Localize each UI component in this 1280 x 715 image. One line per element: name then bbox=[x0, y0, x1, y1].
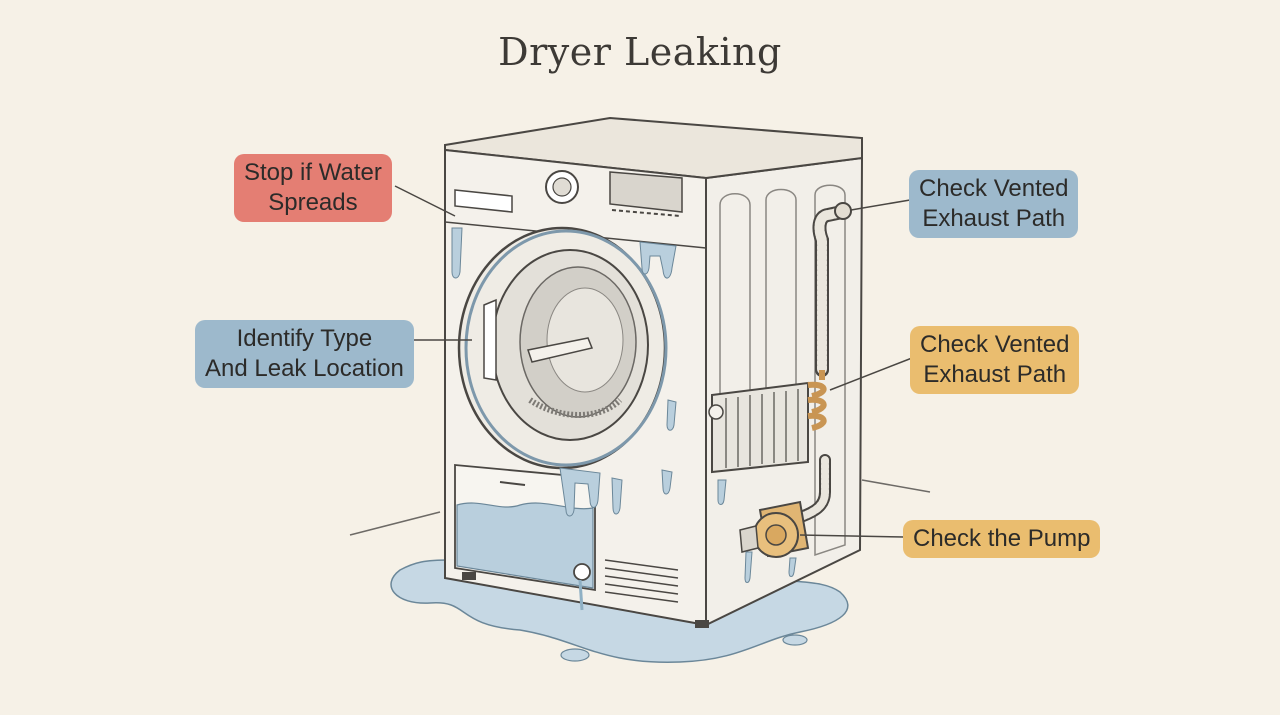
callout-vented-orange-line1: Check Vented bbox=[920, 331, 1070, 358]
control-display-buttons bbox=[611, 209, 681, 217]
floor-line-right bbox=[861, 479, 931, 493]
water-drop-floor bbox=[560, 648, 590, 662]
water-drips bbox=[451, 227, 727, 517]
callout-check-vented-exhaust-orange: Check Vented Exhaust Path bbox=[910, 326, 1080, 394]
callout-vented-blue-line2: Exhaust Path bbox=[922, 205, 1066, 232]
callout-vented-orange-line2: Exhaust Path bbox=[923, 361, 1067, 388]
control-knob-center bbox=[552, 177, 572, 197]
page-title: Dryer Leaking bbox=[498, 30, 782, 74]
copper-coils bbox=[807, 370, 827, 431]
control-display bbox=[609, 171, 683, 213]
heat-exchanger-fins bbox=[725, 389, 799, 468]
callout-identify-line2: And Leak Location bbox=[205, 355, 404, 382]
callout-identify-line1: Identify Type bbox=[236, 325, 373, 352]
callout-check-the-pump: Check the Pump bbox=[903, 520, 1101, 558]
callout-pump-line1: Check the Pump bbox=[913, 525, 1091, 552]
drum-paddle bbox=[527, 337, 594, 363]
water-drop-floor-2 bbox=[782, 634, 808, 646]
heat-exchanger-cap bbox=[708, 404, 724, 420]
floor-line-left bbox=[349, 511, 441, 536]
leader-pump bbox=[799, 534, 905, 538]
door-handle bbox=[483, 298, 497, 381]
exhaust-pipe-inner bbox=[814, 207, 847, 375]
pump-outlet bbox=[739, 525, 759, 553]
callout-check-vented-exhaust-blue: Check Vented Exhaust Path bbox=[909, 170, 1079, 238]
bottom-vent-grille bbox=[604, 559, 679, 603]
water-container-drawer bbox=[454, 189, 513, 213]
leader-stop bbox=[394, 185, 456, 217]
leader-vented-blue bbox=[850, 199, 911, 211]
callout-vented-blue-line1: Check Vented bbox=[919, 175, 1069, 202]
foot-left bbox=[462, 572, 476, 580]
leader-vented-orange bbox=[829, 357, 913, 391]
callout-stop-if-water-spreads: Stop if Water Spreads bbox=[234, 154, 392, 222]
side-rib-3 bbox=[814, 184, 846, 557]
pump-drips bbox=[744, 551, 797, 583]
drain-cap bbox=[573, 563, 591, 581]
foot-right bbox=[695, 620, 709, 628]
water-tank-fill bbox=[456, 502, 594, 589]
drain-stream bbox=[578, 579, 584, 611]
heat-exchanger bbox=[711, 381, 809, 474]
exhaust-outlet bbox=[834, 202, 852, 220]
tank-handle bbox=[499, 481, 526, 486]
pump-center bbox=[765, 524, 787, 546]
callout-stop-line1: Stop if Water bbox=[244, 159, 382, 186]
callout-identify-type: Identify Type And Leak Location bbox=[195, 320, 414, 388]
callout-stop-line2: Spreads bbox=[268, 189, 358, 216]
door-blue-ring bbox=[464, 229, 668, 467]
